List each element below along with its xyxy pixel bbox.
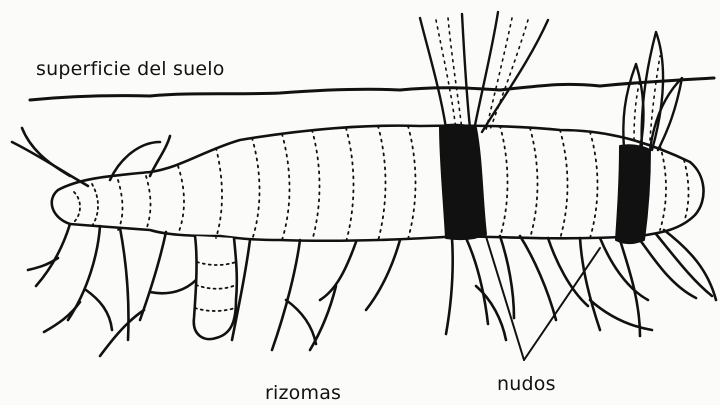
shoot-node-1 — [420, 12, 548, 132]
soil-surface-label: superficie del suelo — [36, 58, 225, 80]
soil-surface-line — [30, 78, 714, 100]
node-1 — [440, 125, 486, 240]
nodes-label: nudos — [497, 373, 556, 395]
rhizomes-label: rizomas — [265, 382, 341, 404]
node-pointer-lines — [484, 230, 600, 360]
roots — [28, 224, 716, 356]
node-2 — [616, 145, 650, 243]
shoot-node-2 — [623, 32, 682, 150]
branch-rhizome — [194, 236, 237, 339]
